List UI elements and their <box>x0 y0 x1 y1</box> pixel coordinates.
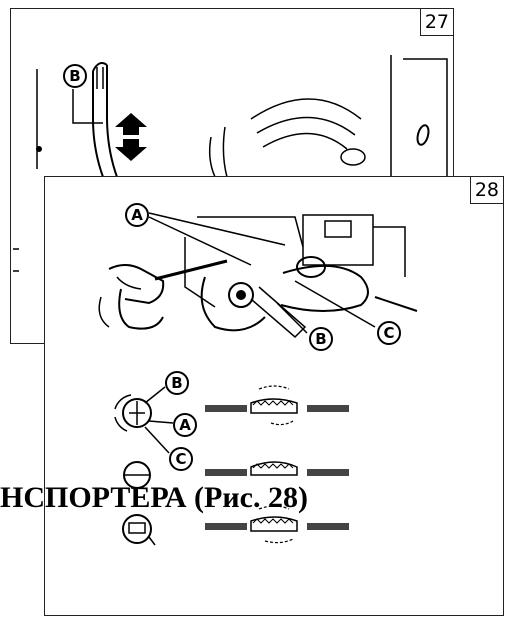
adjust-label-a: A <box>179 416 191 434</box>
figure-28-illustration: A B C B <box>98 203 418 546</box>
figure-27-number: 27 <box>419 8 454 36</box>
figure-27-label-b: B <box>69 67 80 85</box>
figure-28-number: 28 <box>469 176 504 204</box>
figure-28-label-c: C <box>383 324 394 342</box>
figure-28-panel: 28 A B C <box>44 176 504 616</box>
adjust-label-b: B <box>171 374 182 392</box>
figure-28-label-a: A <box>131 206 143 224</box>
adjust-label-c: C <box>175 450 186 468</box>
section-heading: НСПОРТЕРА (Рис. 28) <box>0 481 308 514</box>
figure-27-illustration: B <box>13 55 448 272</box>
figure-28-label-b: B <box>315 330 326 348</box>
